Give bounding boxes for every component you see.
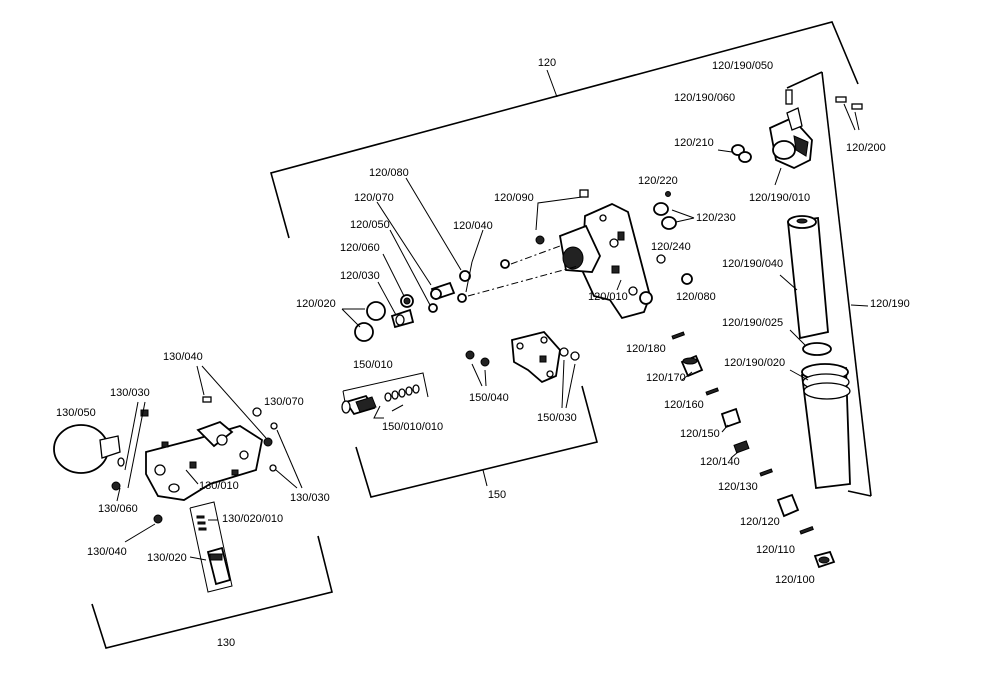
filter-bowl-120-190-020 xyxy=(789,363,851,489)
label-150-010: 150/010 xyxy=(353,359,393,371)
label-130-010: 130/010 xyxy=(199,480,239,492)
label-130-030-left: 130/030 xyxy=(110,387,150,399)
label-120-060: 120/060 xyxy=(340,242,380,254)
group-130-bracket xyxy=(91,535,333,649)
valve-housing-120-010 xyxy=(558,203,653,320)
label-130-050: 130/050 xyxy=(56,407,96,419)
label-120-080: 120/080 xyxy=(369,167,409,179)
label-120-080-right: 120/080 xyxy=(676,291,716,303)
label-120-210: 120/210 xyxy=(674,137,714,149)
label-130-060: 130/060 xyxy=(98,503,138,515)
group-label-130: 130 xyxy=(217,637,235,649)
orings-120-220-230 xyxy=(653,191,695,230)
group-label-120: 120 xyxy=(538,57,556,69)
label-150-010-010: 150/010/010 xyxy=(382,421,443,433)
label-120-090: 120/090 xyxy=(494,192,534,204)
plug-120-240 xyxy=(656,254,666,264)
label-120-190-025: 120/190/025 xyxy=(722,317,783,329)
label-120-190-050: 120/190/050 xyxy=(712,60,773,72)
label-120-130: 120/130 xyxy=(718,481,758,493)
screws-120-200 xyxy=(835,96,863,131)
label-120-050: 120/050 xyxy=(350,219,390,231)
label-150-040: 150/040 xyxy=(469,392,509,404)
filter-element-120-190-040 xyxy=(779,215,829,340)
solenoid-130-020 xyxy=(189,501,233,593)
group-150-bracket xyxy=(355,385,598,498)
label-120-190: 120/190 xyxy=(870,298,910,310)
label-120-200: 120/200 xyxy=(846,142,886,154)
plugs-150-040 xyxy=(465,350,490,387)
label-130-070: 130/070 xyxy=(264,396,304,408)
label-120-170: 120/170 xyxy=(646,372,686,384)
label-120-220: 120/220 xyxy=(638,175,678,187)
small-parts-130 xyxy=(111,365,303,543)
label-120-240: 120/240 xyxy=(651,241,691,253)
orings-150-030 xyxy=(559,347,580,409)
oring-120-190-025 xyxy=(789,329,832,356)
label-120-100: 120/100 xyxy=(775,574,815,586)
valve-body-150 xyxy=(511,330,561,384)
plug-120-090 xyxy=(535,189,589,245)
spool-parts-120-020-080 xyxy=(341,177,510,342)
valve-block-130-010 xyxy=(145,420,264,501)
label-130-020-010: 130/020/010 xyxy=(222,513,283,525)
label-150-030: 150/030 xyxy=(537,412,577,424)
label-120-150: 120/150 xyxy=(680,428,720,440)
label-120-180: 120/180 xyxy=(626,343,666,355)
group-label-150: 150 xyxy=(488,489,506,501)
label-120-190-020: 120/190/020 xyxy=(724,357,785,369)
label-120-160: 120/160 xyxy=(664,399,704,411)
label-120-070: 120/070 xyxy=(354,192,394,204)
label-120-140: 120/140 xyxy=(700,456,740,468)
label-130-040-top: 130/040 xyxy=(163,351,203,363)
label-120-120: 120/120 xyxy=(740,516,780,528)
accumulator-130-050 xyxy=(53,424,121,474)
label-120-110: 120/110 xyxy=(756,544,795,556)
label-130-040-bottom: 130/040 xyxy=(87,546,127,558)
label-120-010: 120/010 xyxy=(588,291,628,303)
group-120-bracket xyxy=(270,21,859,239)
label-130-020: 130/020 xyxy=(147,552,187,564)
orings-120-210 xyxy=(717,144,752,163)
label-120-190-040: 120/190/040 xyxy=(722,258,783,270)
label-120-190-010: 120/190/010 xyxy=(749,192,810,204)
label-120-040: 120/040 xyxy=(453,220,493,232)
oring-120-080-right xyxy=(681,273,693,285)
solenoid-150-010 xyxy=(341,372,429,419)
label-130-030-right: 130/030 xyxy=(290,492,330,504)
label-120-190-060: 120/190/060 xyxy=(674,92,735,104)
label-120-030: 120/030 xyxy=(340,270,380,282)
stack-parts-120-100-180 xyxy=(671,331,836,569)
callout-labels: 120 130 150 120/190/050 120/190/060 120/… xyxy=(56,57,910,649)
label-120-230: 120/230 xyxy=(696,212,736,224)
filter-tube-120-190 xyxy=(786,71,872,497)
label-120-020: 120/020 xyxy=(296,298,336,310)
filter-head-120-190-010 xyxy=(768,89,813,186)
